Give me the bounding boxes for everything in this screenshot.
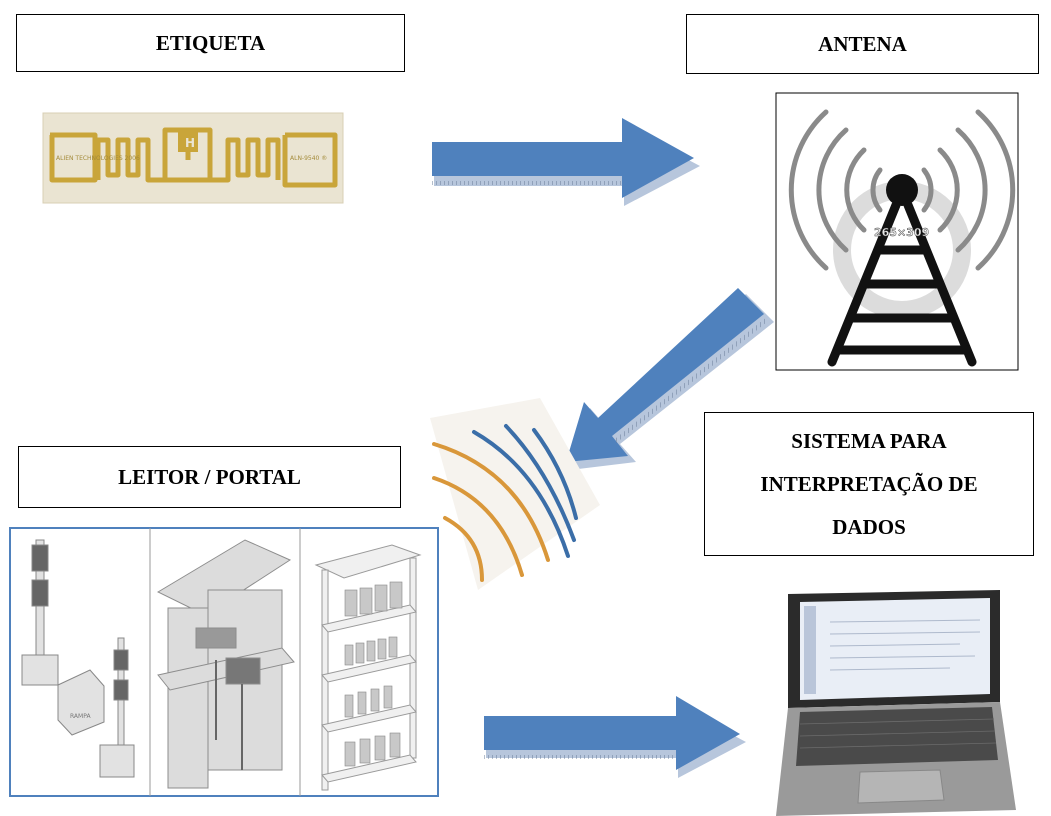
tag-print-left: ALIEN TECHNOLOGIES 2006	[56, 155, 140, 162]
sistema-text-line2: INTERPRETAÇÃO DE	[760, 471, 978, 496]
etiqueta-label: ETIQUETA	[16, 14, 405, 72]
rfid-tag-icon: H ALIEN TECHNOLOGIES 2006 ALN-9540 ®	[42, 112, 344, 204]
leitor-portal-text: LEITOR / PORTAL	[118, 464, 301, 489]
svg-text:RAMPA: RAMPA	[70, 713, 91, 720]
sistema-label: SISTEMA PARA INTERPRETAÇÃO DE DADOS	[704, 412, 1034, 556]
leitor-portal-label: LEITOR / PORTAL	[18, 446, 401, 508]
antenna-tower-icon: 265×309	[775, 92, 1019, 371]
sistema-text-line1: SISTEMA PARA	[791, 428, 947, 453]
antena-text: ANTENA	[818, 31, 907, 56]
radio-waves-icon	[430, 398, 600, 590]
sistema-text-line3: DADOS	[832, 514, 906, 539]
svg-text:H: H	[185, 136, 195, 150]
arrow-right-icon	[484, 696, 746, 778]
tag-print-right: ALN-9540 ®	[290, 155, 327, 162]
antena-label: ANTENA	[686, 14, 1039, 74]
arrow-down-left-icon	[566, 288, 774, 470]
antenna-watermark: 265×309	[874, 226, 929, 239]
reader-portal-icon: RAMPA	[9, 527, 439, 797]
etiqueta-text: ETIQUETA	[155, 30, 266, 55]
laptop-icon	[776, 590, 1016, 816]
arrow-right-icon	[432, 118, 700, 206]
